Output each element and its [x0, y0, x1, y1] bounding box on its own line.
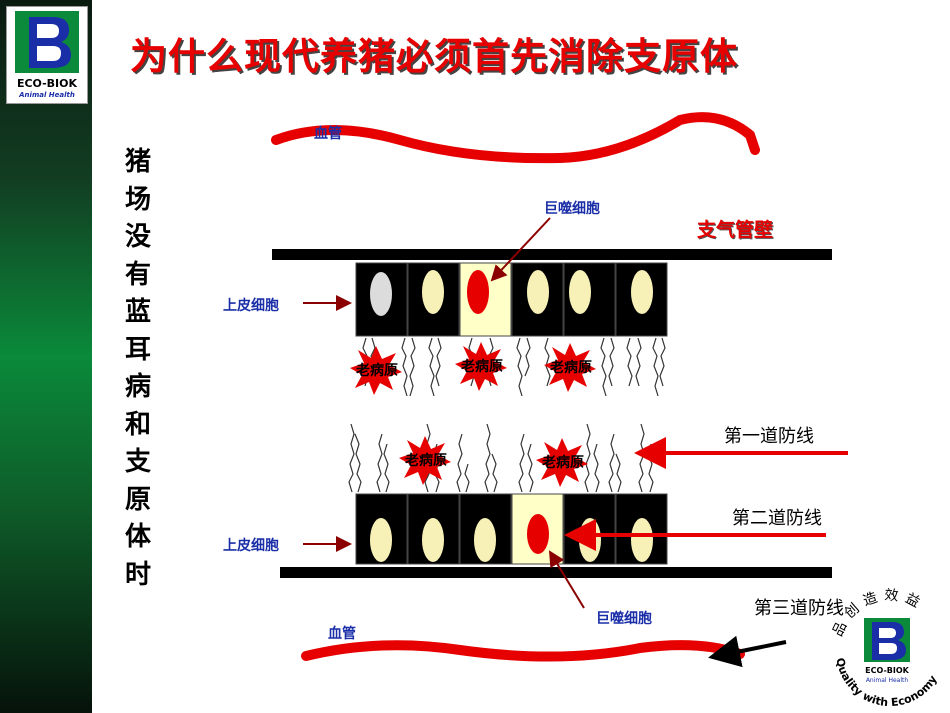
seal-brand: ECO-BIOK	[865, 666, 909, 675]
logo: ECO-BIOK Animal Health	[6, 6, 88, 104]
epithelial-label-top: 上皮细胞	[223, 297, 279, 314]
epithelial-row-top	[355, 262, 668, 337]
blood-vessel-bottom	[301, 640, 745, 662]
macrophage-arrow-top	[490, 217, 551, 282]
blood-vessel-label-bottom: 血管	[328, 625, 356, 642]
pathogen-label: 老病原	[461, 358, 503, 375]
logo-tagline: Animal Health	[19, 91, 75, 99]
side-char: 体	[124, 522, 151, 552]
side-char: 病	[124, 372, 151, 402]
pathogen-label: 老病原	[356, 362, 398, 379]
epithelial-row-bottom	[355, 493, 668, 565]
side-char: 没	[124, 222, 151, 252]
macrophage-label-bottom: 巨噬细胞	[596, 610, 652, 627]
macrophage-label-top: 巨噬细胞	[544, 200, 600, 217]
side-char: 场	[124, 184, 151, 215]
side-char: 耳	[124, 334, 151, 365]
third-defense-arrow	[708, 635, 787, 668]
side-band	[0, 0, 92, 713]
cilia-top	[362, 337, 666, 397]
quality-seal: 品创造效益 Quality with Economy ECO-BIOK Anim…	[830, 587, 940, 709]
logo-brand: ECO-BIOK	[16, 77, 78, 90]
side-vertical-text: 猪 场 没 有 蓝 耳 病 和 支 原 体 时	[118, 144, 158, 594]
first-defense-label: 第一道防线	[724, 426, 814, 447]
side-char: 有	[124, 259, 151, 290]
bronchial-wall-bottom	[280, 567, 832, 578]
side-char: 蓝	[124, 297, 151, 327]
second-defense-label: 第二道防线	[732, 508, 822, 529]
bronchial-wall-label: 支气管壁	[696, 218, 773, 241]
third-defense-label: 第三道防线	[754, 598, 844, 619]
pathogen-label: 老病原	[542, 454, 584, 471]
side-char: 时	[124, 559, 151, 590]
blood-vessel-top	[271, 112, 760, 164]
macrophage-arrow-bottom	[548, 550, 585, 609]
blood-vessel-label-top: 血管	[314, 125, 342, 142]
seal-tagline: Animal Health	[866, 677, 909, 684]
pathogen-label: 老病原	[550, 359, 592, 376]
side-char: 猪	[124, 147, 151, 177]
side-char: 原	[124, 484, 151, 515]
epithelial-label-bottom: 上皮细胞	[223, 537, 279, 554]
pathogen-label: 老病原	[405, 452, 447, 469]
side-char: 和	[124, 409, 151, 440]
cilia-bottom	[348, 423, 654, 493]
logo-b-icon	[15, 11, 79, 73]
side-char: 支	[124, 447, 151, 477]
page-title: 为什么现代养猪必须首先消除支原体	[130, 35, 738, 78]
bronchial-wall-top	[272, 249, 832, 260]
